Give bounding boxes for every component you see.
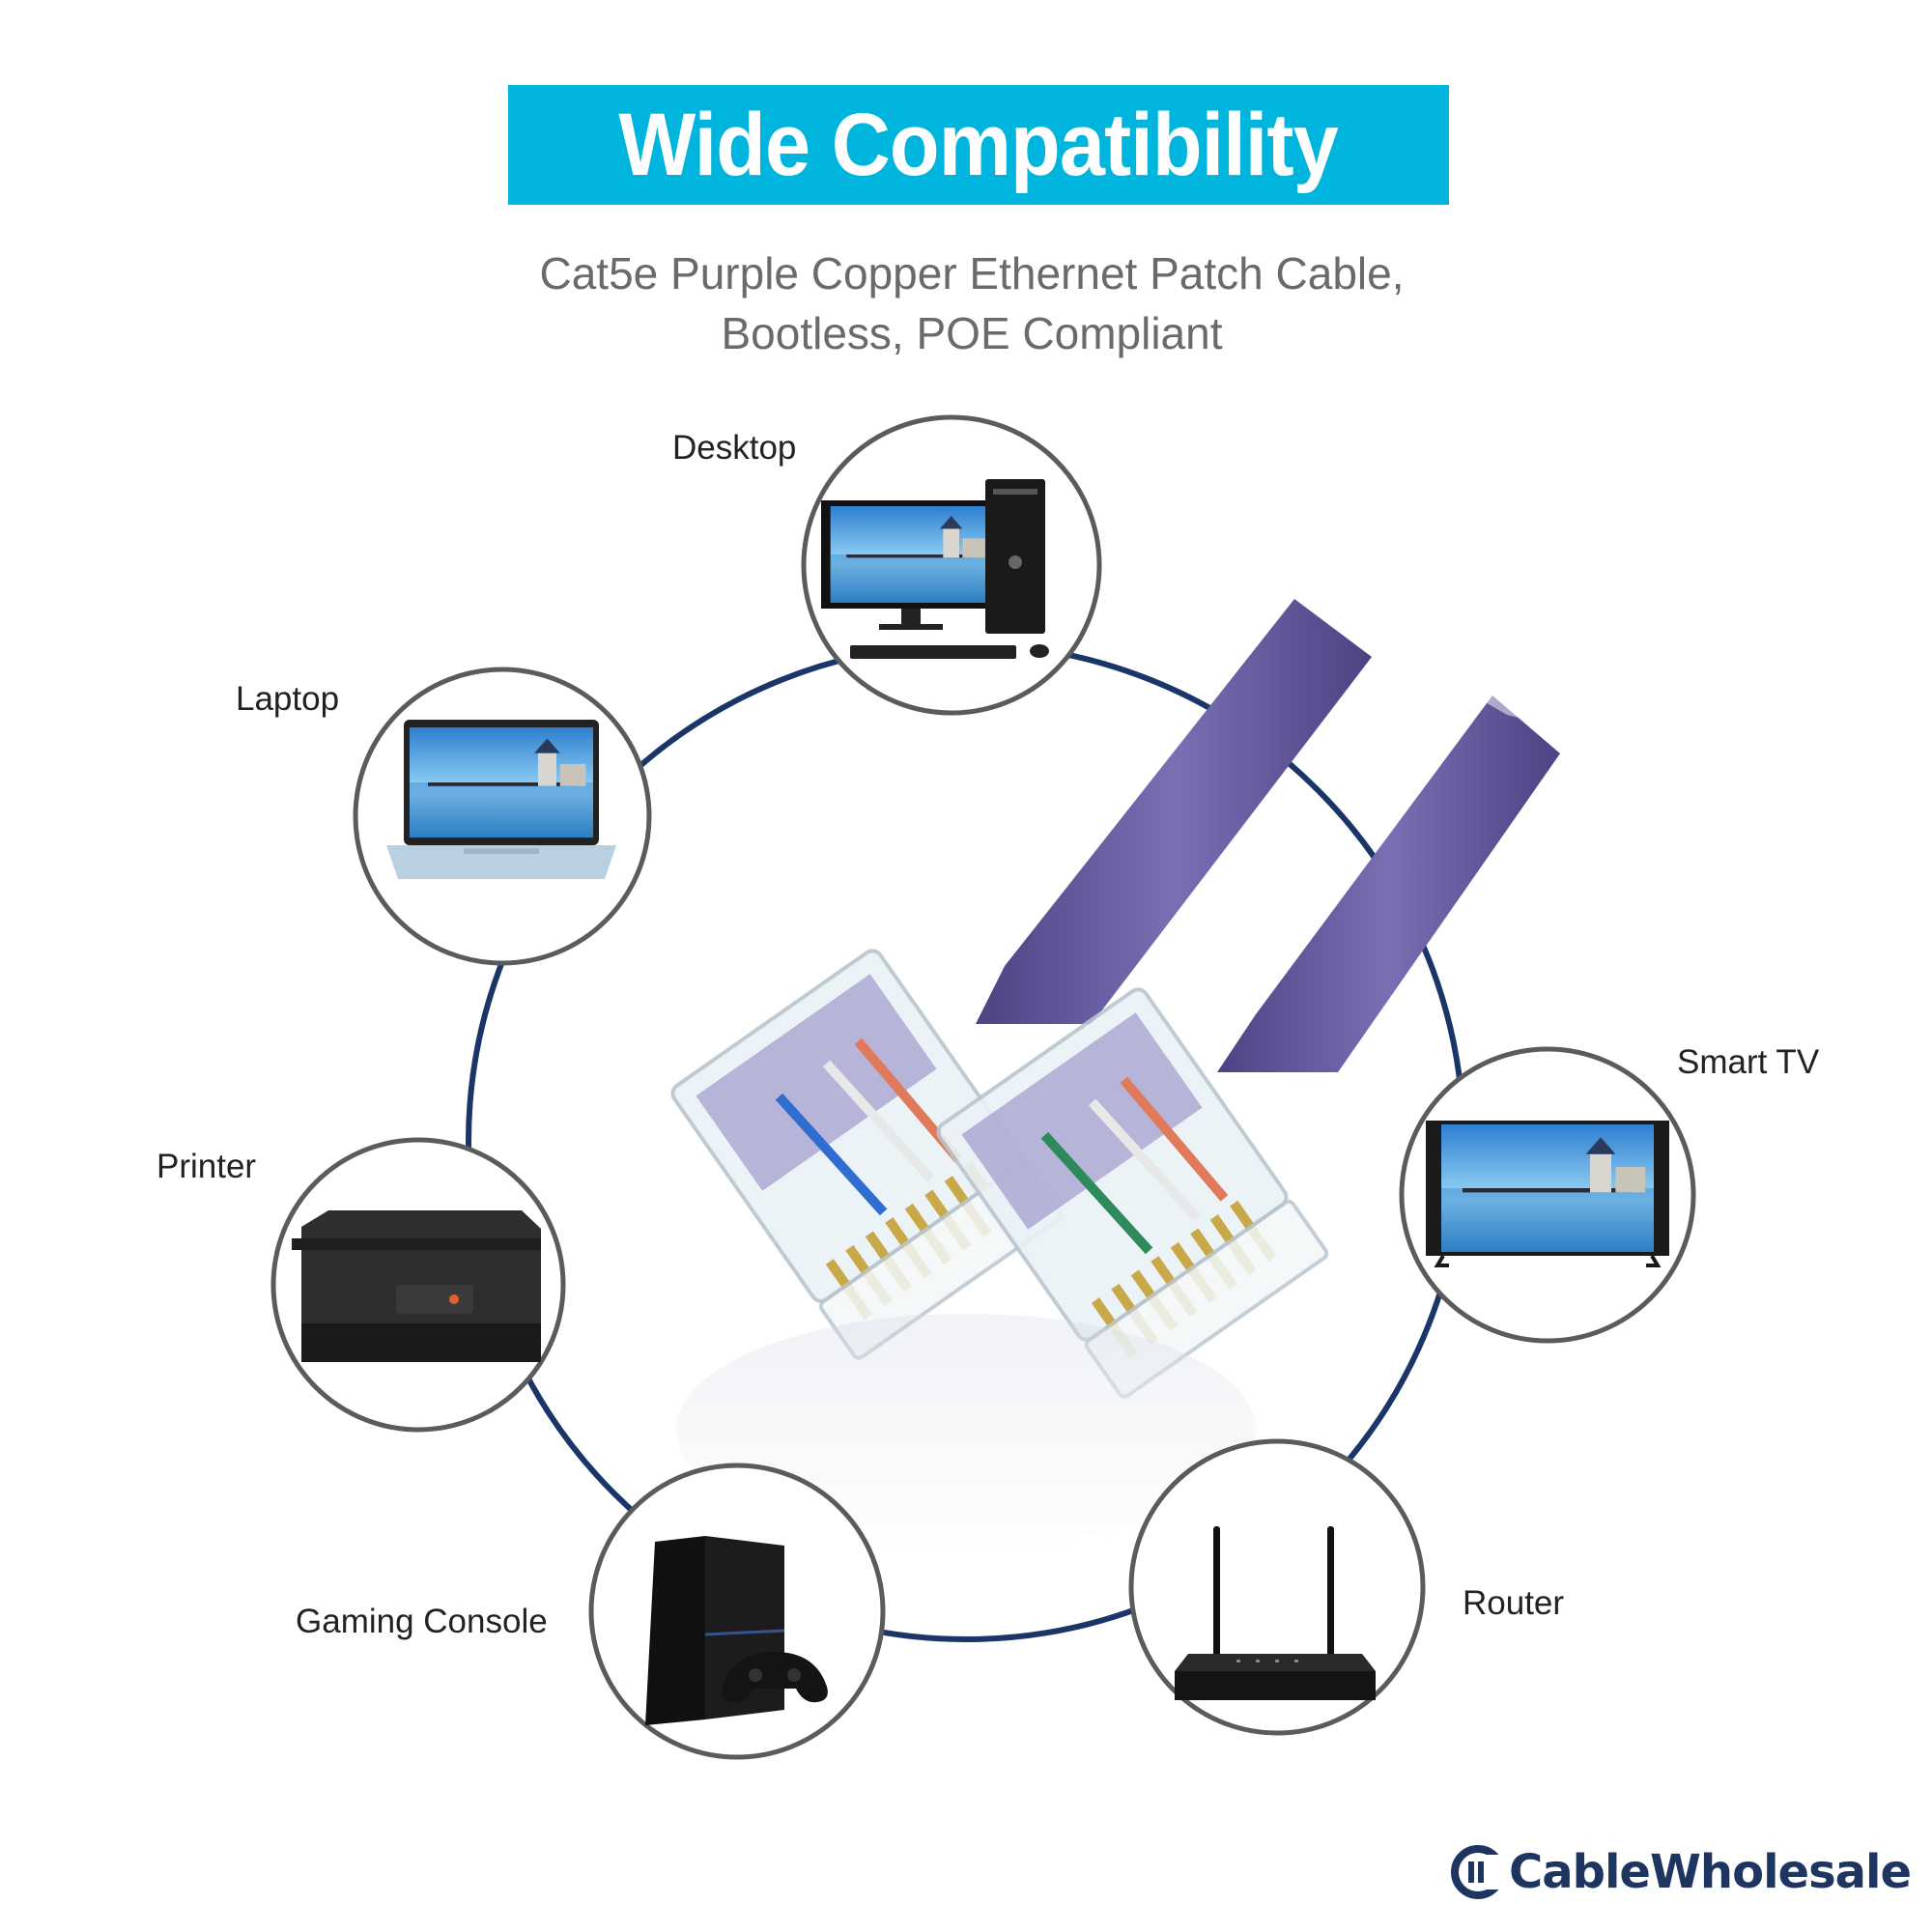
device-label-laptop: Laptop <box>236 680 340 718</box>
laptop-icon <box>386 720 616 879</box>
subtitle-line-1: Cat5e Purple Copper Ethernet Patch Cable… <box>539 248 1405 298</box>
brand-logo: CableWholesale <box>1451 1840 1912 1904</box>
gaming-console-icon <box>645 1536 828 1725</box>
cablewholesale-logo-icon <box>1451 1845 1507 1899</box>
printer-circle <box>270 1137 566 1433</box>
rj45-connector-icon <box>657 580 1584 1565</box>
title-banner: Wide Compatibility <box>508 85 1449 205</box>
smart-tv-circle <box>1399 1046 1696 1344</box>
product-subtitle: Cat5e Purple Copper Ethernet Patch Cable… <box>386 243 1557 363</box>
brand-name: CableWholesale <box>1509 1845 1912 1899</box>
router-icon <box>1175 1526 1376 1700</box>
device-label-router: Router <box>1463 1584 1565 1622</box>
gaming-console-circle <box>588 1463 886 1760</box>
desktop-computer-icon <box>821 479 1049 659</box>
device-label-printer: Printer <box>156 1148 257 1185</box>
banner-title: Wide Compatibility <box>618 95 1339 194</box>
device-label-smart-tv: Smart TV <box>1677 1043 1820 1081</box>
device-label-desktop: Desktop <box>672 429 797 467</box>
smart-tv-icon <box>1426 1121 1669 1267</box>
device-label-gaming-console: Gaming Console <box>296 1603 548 1640</box>
printer-icon <box>292 1210 541 1362</box>
router-circle <box>1128 1438 1426 1736</box>
laptop-circle <box>353 667 652 966</box>
desktop-circle <box>801 414 1102 716</box>
subtitle-line-2: Bootless, POE Compliant <box>721 308 1223 358</box>
